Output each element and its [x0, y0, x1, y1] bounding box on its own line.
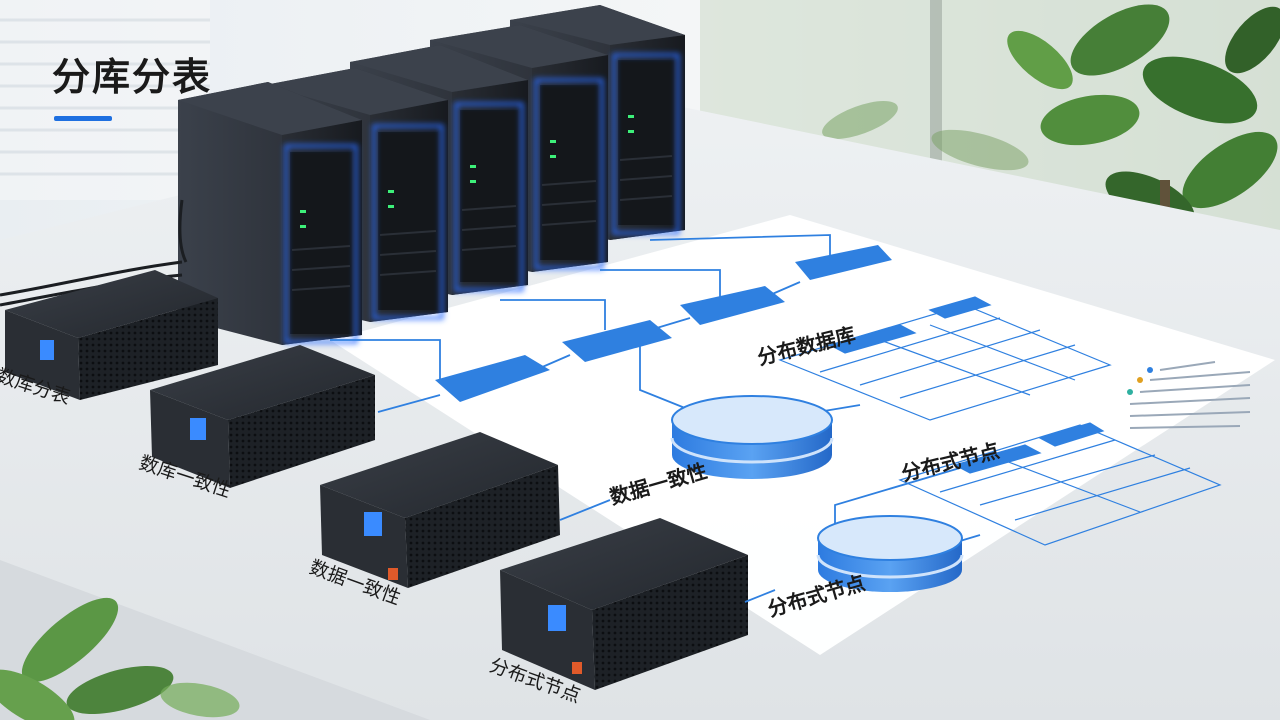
- server-towers: [178, 5, 685, 345]
- diagram-table-2: [898, 422, 1222, 546]
- page-title: 分库分表: [52, 55, 213, 99]
- diagram-legend: [1127, 361, 1251, 429]
- diagram-table-1: [778, 296, 1112, 421]
- small-servers: [5, 270, 748, 690]
- diagram-nodes: [435, 245, 892, 402]
- title-accent-bar: [54, 116, 112, 121]
- database-cylinder-1: [670, 395, 834, 479]
- database-cylinder-2: [816, 515, 964, 592]
